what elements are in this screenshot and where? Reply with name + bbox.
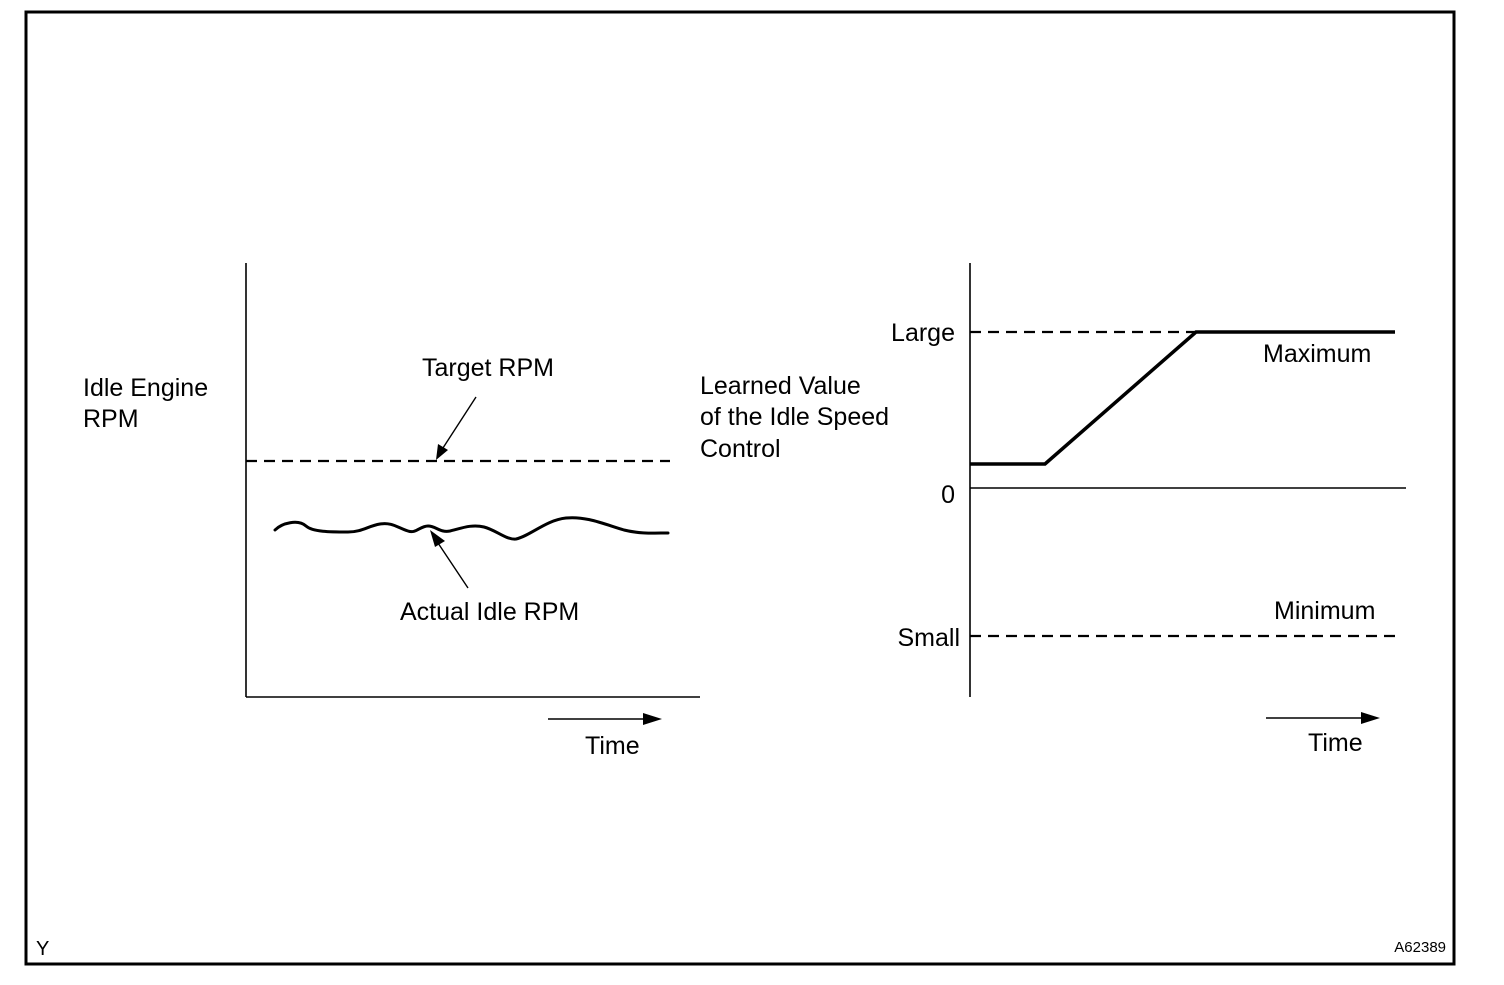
tick-large: Large: [891, 319, 955, 347]
left-time-label: Time: [585, 732, 640, 760]
left-graph: Idle Engine RPM Target RPM Actual Idle R…: [83, 263, 700, 760]
minimum-label: Minimum: [1274, 597, 1375, 625]
right-time-arrowhead: [1361, 712, 1380, 724]
right-time-label: Time: [1308, 729, 1363, 757]
actual-idle-rpm-line: [273, 516, 670, 541]
left-time-arrowhead: [643, 713, 662, 725]
left-y-label-line2: RPM: [83, 405, 139, 433]
target-rpm-label: Target RPM: [422, 354, 554, 382]
right-y-label-line3: Control: [700, 435, 781, 463]
actual-idle-rpm-label: Actual Idle RPM: [400, 598, 579, 626]
figure-code: A62389: [1394, 939, 1446, 956]
right-y-label-line1: Learned Value: [700, 372, 861, 400]
maximum-label: Maximum: [1263, 340, 1371, 368]
tick-zero: 0: [941, 481, 955, 509]
left-y-label-line1: Idle Engine: [83, 374, 208, 402]
target-rpm-leader: [440, 396, 477, 452]
right-graph: Learned Value of the Idle Speed Control …: [700, 263, 1406, 757]
right-y-label-line2: of the Idle Speed: [700, 403, 889, 431]
learned-value-curve: [970, 330, 1395, 466]
corner-letter: Y: [36, 938, 49, 960]
actual-rpm-arrowhead: [430, 530, 445, 547]
target-rpm-arrowhead: [436, 444, 448, 460]
tick-small: Small: [897, 624, 960, 652]
actual-rpm-leader: [435, 539, 469, 589]
outer-frame: [24, 10, 1456, 966]
